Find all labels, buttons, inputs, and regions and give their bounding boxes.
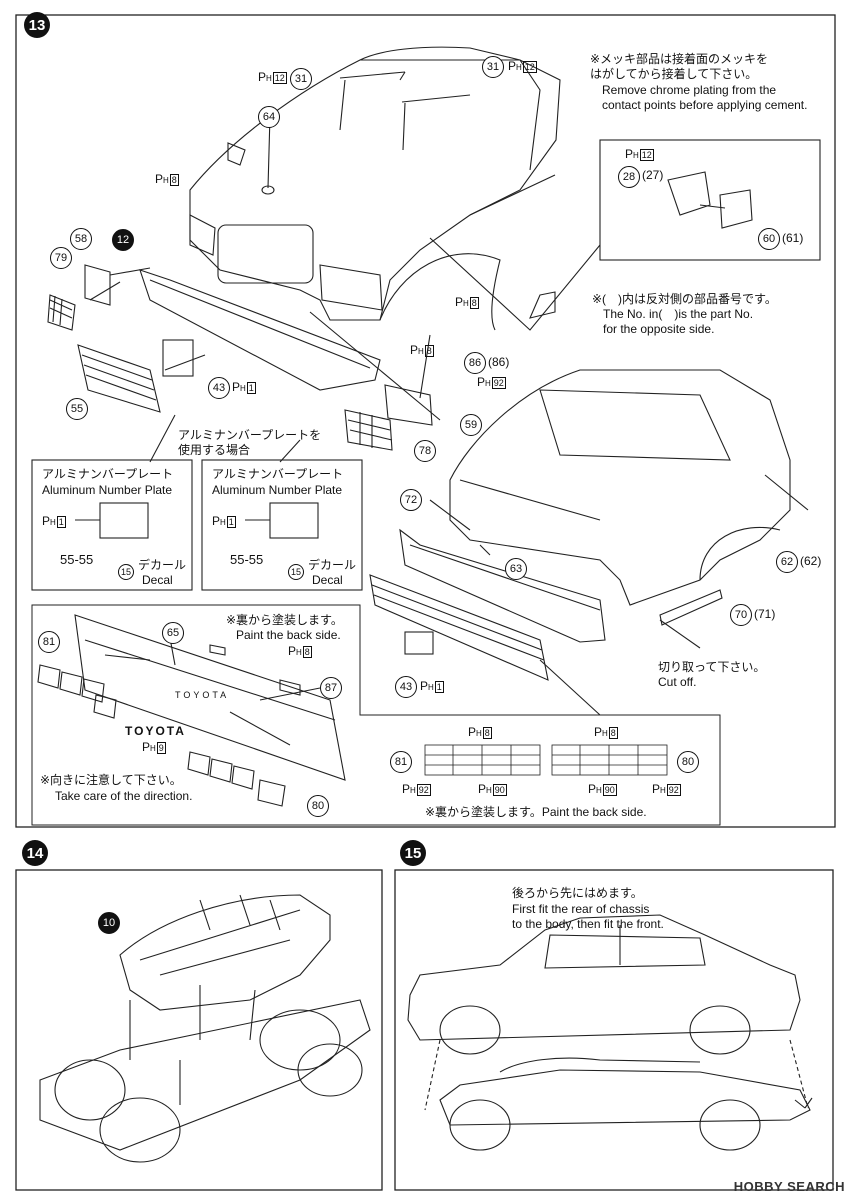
cutoff-jp: 切り取って下さい。: [658, 660, 766, 674]
part-43-top: 43: [208, 377, 230, 399]
alu-box1-en: Aluminum Number Plate: [42, 483, 173, 497]
part-70: 70: [730, 604, 752, 626]
part-10-solid: 10: [98, 912, 120, 934]
part-62-opposite: (62): [800, 554, 822, 568]
alu-box1-plate: 55-55: [60, 552, 94, 567]
part-81-left: 81: [38, 631, 60, 653]
part-59: 59: [460, 414, 482, 436]
part-60: 60: [758, 228, 780, 250]
direction-jp: ※向きに注意して下さい。: [40, 773, 182, 787]
step-15-badge: 15: [400, 840, 426, 866]
cutoff-en: Cut off.: [658, 675, 697, 689]
part-87: 87: [320, 677, 342, 699]
part-80-right: 80: [677, 751, 699, 773]
opposite-note-jp: ※( )内は反対側の部品番号です。: [592, 292, 777, 306]
alu-box1-jp: アルミナンバープレート: [42, 467, 174, 481]
part-86: 86: [464, 352, 486, 374]
chrome-note-en: Remove chrome plating from the contact p…: [602, 83, 808, 112]
part-86-opposite: (86): [488, 355, 510, 369]
toyota-grille-text: TOYOTA: [175, 690, 230, 700]
alu-box2-decal-en: Decal: [312, 573, 343, 587]
alu-box1-decal-jp: デカール: [138, 558, 187, 572]
alu-case-note: アルミナンバープレートを 使用する場合: [178, 428, 322, 457]
part-31-left: 31: [290, 68, 312, 90]
part-64: 64: [258, 106, 280, 128]
paint-back-both: ※裏から塗装します。Paint the back side.: [425, 805, 647, 819]
alu-box2-en: Aluminum Number Plate: [212, 483, 343, 497]
part-63: 63: [505, 558, 527, 580]
alu-box2-decal-jp: デカール: [308, 558, 357, 572]
part-31-right: 31: [482, 56, 504, 78]
step-14-badge: 14: [22, 840, 48, 866]
opposite-note-en: The No. in( )is the part No. for the opp…: [603, 307, 754, 336]
toyota-emblem-label: TOYOTA: [125, 724, 186, 738]
paint-back-en: Paint the back side.: [236, 628, 341, 642]
part-43-bottom: 43: [395, 676, 417, 698]
paint-back-jp: ※裏から塗装します。: [226, 613, 343, 627]
part-55: 55: [66, 398, 88, 420]
part-12-solid: 12: [112, 229, 134, 251]
part-62: 62: [776, 551, 798, 573]
part-65: 65: [162, 622, 184, 644]
part-61-opposite: (61): [782, 231, 804, 245]
alu-box2-jp: アルミナンバープレート: [212, 467, 344, 481]
fit-note-jp: 後ろから先にはめます。: [512, 886, 643, 900]
alu-box2-plate: 55-55: [230, 552, 264, 567]
chrome-note-jp: ※メッキ部品は接着面のメッキを はがしてから接着して下さい。: [590, 52, 769, 81]
part-81-right: 81: [390, 751, 412, 773]
direction-en: Take care of the direction.: [55, 789, 193, 803]
step-13-badge: 13: [24, 12, 50, 38]
part-28: 28: [618, 166, 640, 188]
part-15-decal-b: 15: [288, 564, 304, 580]
part-80-left: 80: [307, 795, 329, 817]
watermark: HOBBY SEARCH: [733, 1179, 845, 1194]
fit-note-en: First fit the rear of chassis to the bod…: [512, 902, 664, 931]
part-71-opposite: (71): [754, 607, 776, 621]
part-78: 78: [414, 440, 436, 462]
part-15-decal-a: 15: [118, 564, 134, 580]
alu-box1-decal-en: Decal: [142, 573, 173, 587]
part-58: 58: [70, 228, 92, 250]
part-27-opposite: (27): [642, 168, 664, 182]
part-79: 79: [50, 247, 72, 269]
part-72: 72: [400, 489, 422, 511]
